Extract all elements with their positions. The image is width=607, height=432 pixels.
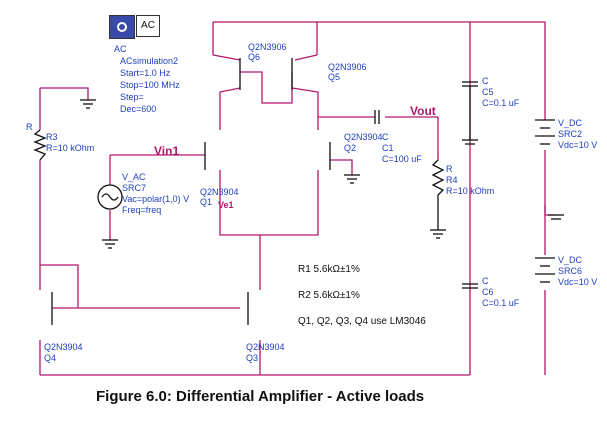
src2-type: V_DC (558, 118, 583, 128)
sim-line-2: ACsimulation2 (120, 56, 179, 66)
net-vin1: Vin1 (154, 144, 180, 158)
q4-ref: Q4 (44, 353, 57, 363)
note-r2: R2 5.6kΩ±1% (298, 290, 360, 301)
r4-value: R=10 kOhm (446, 186, 495, 196)
q5-ref: Q5 (328, 72, 341, 82)
q6-model: Q2N3906 (248, 42, 287, 52)
c1-ref: C1 (382, 143, 394, 153)
net-ve1: Ve1 (218, 200, 234, 210)
sim-line-1: AC (114, 44, 127, 54)
note-lm3046: Q1, Q2, Q3, Q4 use LM3046 (298, 316, 426, 327)
r3-ref: R3 (46, 132, 58, 142)
q1-model: Q2N3904 (200, 187, 239, 197)
wires (39, 21, 555, 376)
ac-sim-icon[interactable] (109, 15, 135, 39)
sim-line-5: Step= (120, 92, 144, 102)
src7-freq: Freq=freq (122, 205, 162, 215)
sim-line-3: Start=1.0 Hz (120, 68, 171, 78)
q2-model: Q2N3904 (344, 132, 383, 142)
c1-type: C (382, 132, 389, 142)
src6-type: V_DC (558, 255, 583, 265)
src7-value: Vac=polar(1,0) V (122, 194, 190, 204)
c6-ref: C6 (482, 287, 494, 297)
src6-value: Vdc=10 V (558, 277, 598, 287)
r4-ref: R4 (446, 175, 458, 185)
src7-ref: SRC7 (122, 183, 147, 193)
c5-value: C=0.1 uF (482, 98, 520, 108)
ac-sim-button[interactable]: AC (136, 15, 160, 37)
component-symbols (33, 58, 564, 325)
q3-model: Q2N3904 (246, 342, 285, 352)
sim-line-6: Dec=600 (120, 104, 157, 114)
q2-ref: Q2 (344, 143, 357, 153)
src7-type: V_AC (122, 172, 146, 182)
c5-ref: C5 (482, 87, 494, 97)
figure-caption: Figure 6.0: Differential Amplifier - Act… (96, 388, 425, 405)
q1-ref: Q1 (200, 197, 213, 207)
c5-type: C (482, 76, 489, 86)
sim-line-4: Stop=100 MHz (120, 80, 180, 90)
r3-value: R=10 kOhm (46, 143, 95, 153)
c6-value: C=0.1 uF (482, 298, 520, 308)
q4-model: Q2N3904 (44, 342, 83, 352)
src2-value: Vdc=10 V (558, 140, 598, 150)
r3-type: R (26, 122, 33, 132)
net-vout: Vout (410, 104, 436, 118)
q6-ref: Q6 (248, 52, 261, 62)
c1-value: C=100 uF (382, 154, 422, 164)
q5-model: Q2N3906 (328, 62, 367, 72)
c6-type: C (482, 276, 489, 286)
note-r1: R1 5.6kΩ±1% (298, 264, 360, 275)
q3-ref: Q3 (246, 353, 259, 363)
r4-type: R (446, 164, 453, 174)
src2-ref: SRC2 (558, 129, 583, 139)
src6-ref: SRC6 (558, 266, 583, 276)
